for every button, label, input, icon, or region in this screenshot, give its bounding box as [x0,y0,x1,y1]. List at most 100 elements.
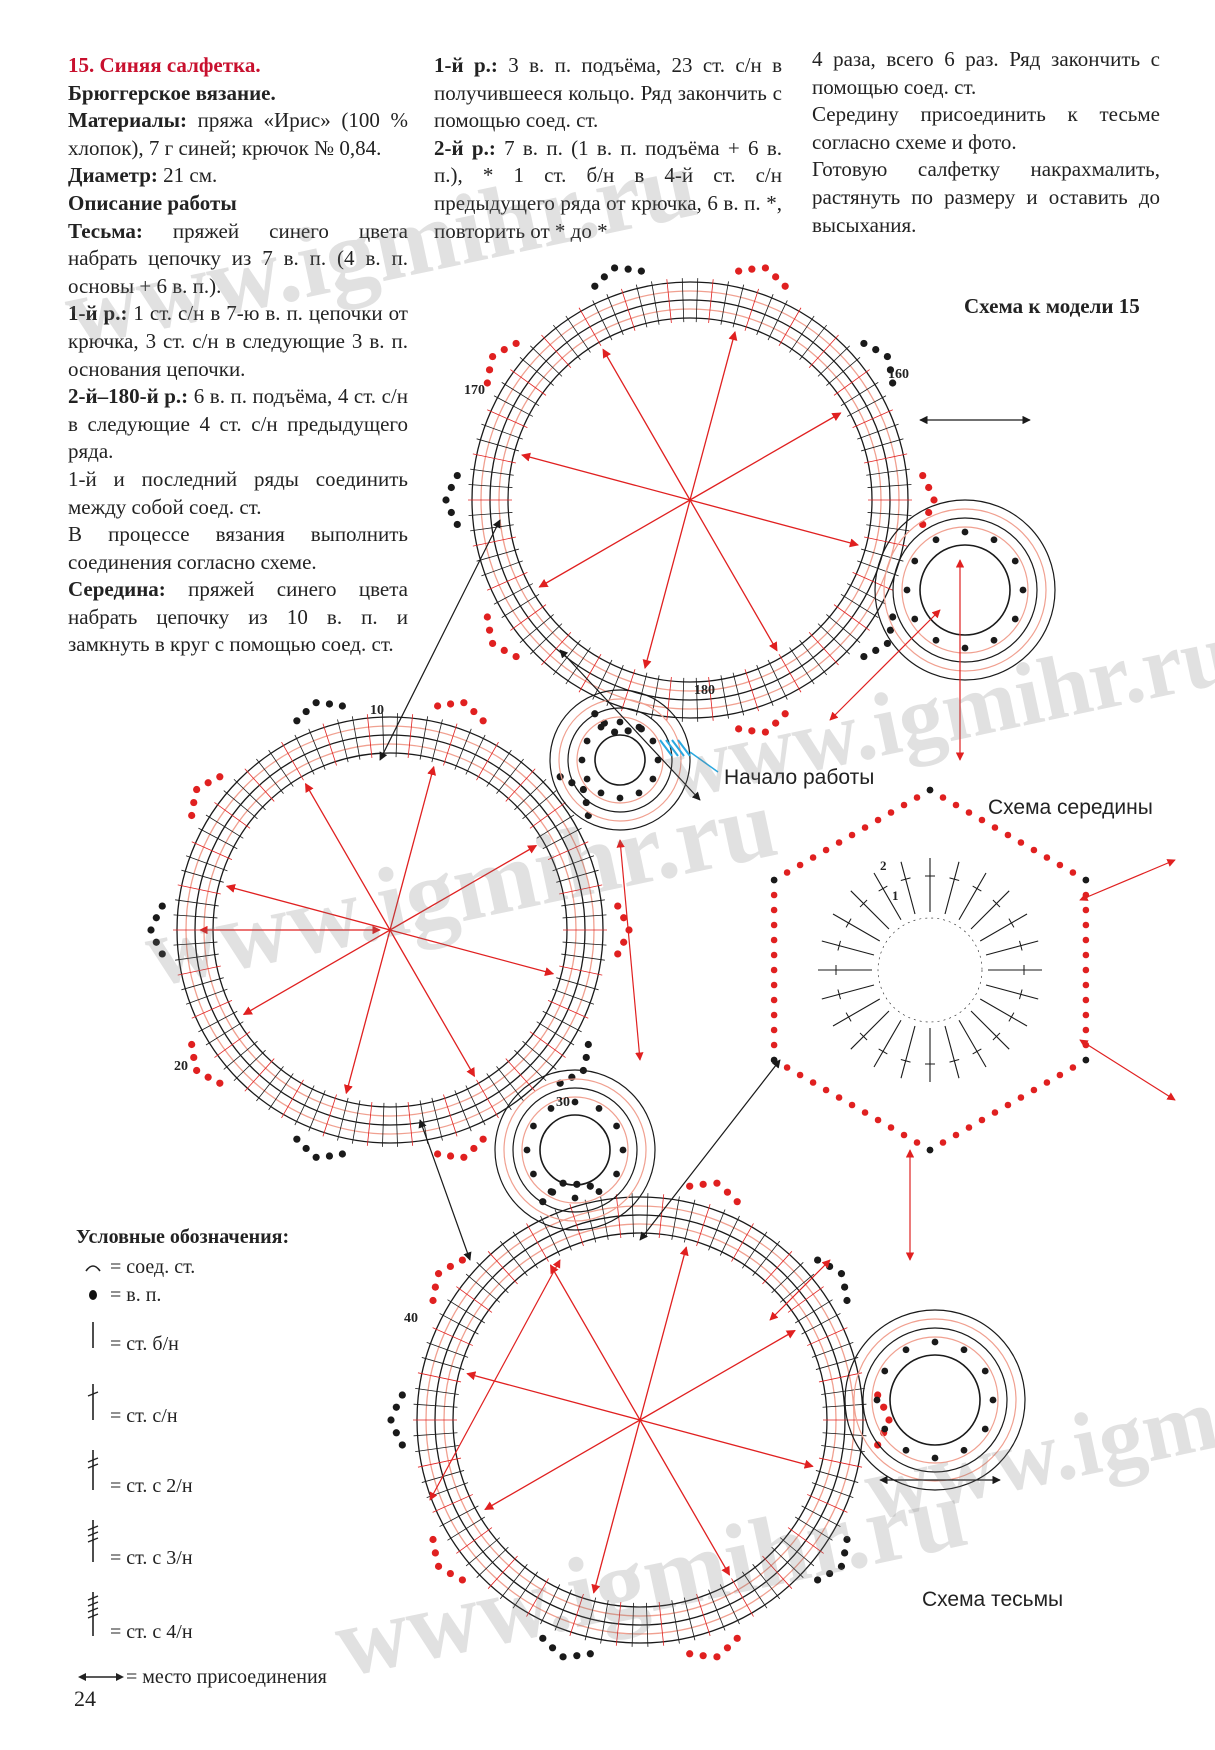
stitch-tick [177,965,221,976]
stitch-tick [794,1516,833,1541]
stitch-tick [308,728,326,770]
center-stitch [985,984,1039,1000]
center-chain [978,816,986,824]
stitch-tick [542,827,582,850]
center-chain [939,1139,947,1146]
picot-chain [302,707,310,716]
stitch-tick [468,512,513,516]
stitch-tick [808,334,839,368]
stitch-tick [432,1327,473,1346]
stitch-tick [864,536,908,547]
picot-chain [312,699,320,707]
center-stitch [850,1010,890,1050]
picot-chain [883,352,892,361]
ring-chain [635,789,643,797]
stitch-tick [778,307,802,347]
ring-chain [961,644,969,652]
center-stitch [970,1010,1010,1050]
center-chain [1043,1079,1051,1086]
stitch-tick [443,723,458,766]
stitch-tick [818,1457,863,1468]
center-chain [861,1109,869,1116]
join-spoke [225,883,391,931]
stitch-tick [822,1432,867,1437]
center-chain [1069,869,1077,876]
center-chain [1030,1086,1038,1094]
stitch-tick [512,1571,538,1609]
center-chain [770,906,778,914]
stitch-tick [801,1505,841,1527]
center-chain [952,1131,960,1139]
diameter-text: 21 см. [157,163,218,188]
center-chain [770,996,778,1004]
picot-chain [582,1053,590,1062]
legend-item-double: = ст. с/н [76,1382,178,1428]
stitch-tick [771,1546,804,1578]
join-arrow [1079,859,1176,901]
stitch-tick [233,778,266,811]
center-stitch-bar [949,877,960,881]
stitch-tick [351,1100,361,1144]
text-column-1: 15. Синяя салфетка. Брюггерское вязание.… [68,52,408,659]
center-chain [770,936,778,944]
center-chain [1082,1026,1090,1034]
ring-chain [961,528,969,536]
center-stitch-bar [949,1059,960,1063]
stitch-tick [826,356,861,386]
ring-band [901,526,1029,654]
center-chain [1056,861,1064,869]
center-chain [1082,906,1090,914]
picot-chain [748,265,756,273]
center-stitch [873,1019,902,1068]
picot-chain [470,707,478,716]
picot-chain [843,1296,851,1305]
picot-chain [686,1182,694,1190]
stitch-tick [833,369,870,396]
join-arrow-icon [76,1666,126,1689]
ring-chain [902,1446,910,1454]
stitch-tick [308,1090,326,1132]
stitch-tick [191,999,233,1019]
ring-chain [616,794,624,802]
center-chain [770,966,778,974]
picot-chain [152,938,160,946]
stitch-tick [651,281,660,325]
stitch-tick [395,1102,398,1147]
stitch-tick [720,281,729,325]
attach-paragraph: Середину присоединить к тесьме согласно … [812,102,1160,154]
stitch-tick [621,288,636,331]
picot-chain [883,639,892,648]
stitch-tick [530,623,563,655]
picot-chain [312,1153,320,1161]
center-chain [1082,981,1090,989]
stitch-tick [468,484,513,488]
picot-chain [434,1270,443,1278]
picot-chain [889,379,897,387]
picot-chain [761,728,770,736]
ring-chain [960,1346,968,1354]
stitch-tick [552,855,595,872]
ring-band [862,1327,1008,1473]
ring-chain [619,1146,627,1154]
picot-chain [338,702,346,710]
picot-chain [843,1535,851,1544]
picot-chain [470,1144,478,1153]
picot-chain [620,914,628,922]
picot-chain [483,379,491,387]
ring-chain [881,1425,889,1433]
ring-chain [911,615,919,623]
stitch-tick [822,1403,867,1408]
stitch-tick [552,988,595,1005]
picot-chain [431,1549,439,1557]
stitch-tick [447,1516,486,1541]
stitch-tick [815,1470,859,1483]
picot-chain [761,264,770,272]
stitch-tick [501,382,540,407]
stitch-tick [852,572,893,591]
ring-chain [981,1367,989,1375]
stitch-tick [431,1097,443,1141]
center-stitch [821,940,875,956]
tape-text: пряжей синего цвета набрать цепочку из 7… [68,218,408,298]
picot-chain [610,264,619,272]
picot-chain [735,267,743,275]
